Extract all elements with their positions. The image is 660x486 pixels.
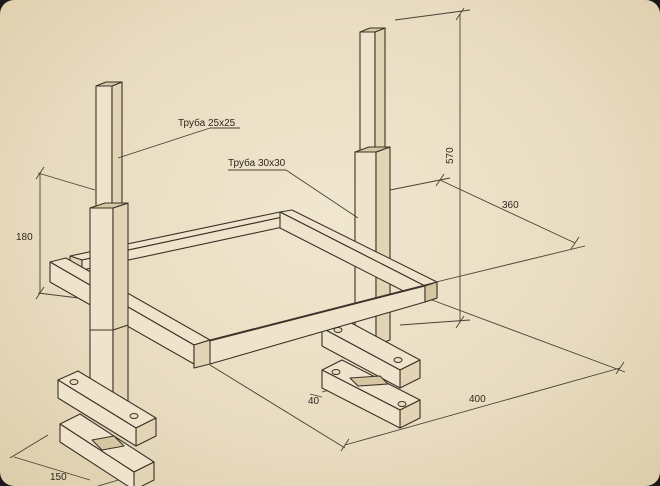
dim-frame-height: 180 — [16, 232, 33, 243]
dim-depth: 360 — [502, 200, 519, 211]
pipe-small-label: Труба 25х25 — [178, 117, 236, 129]
rear-right-base-plate — [321, 359, 421, 429]
front-left-leg — [89, 81, 129, 411]
dim-height-total: 570 — [445, 147, 456, 164]
front-left-foot — [57, 370, 157, 447]
pipe-large-label: Труба 30х30 — [228, 157, 286, 169]
rear-right-foot — [321, 317, 421, 389]
front-left-base-plate — [59, 413, 155, 486]
dim-foot-length: 150 — [50, 472, 67, 483]
dim-plate-offset: 40 — [308, 396, 320, 407]
dim-width: 400 — [469, 394, 486, 405]
leader-lines — [117, 127, 359, 219]
